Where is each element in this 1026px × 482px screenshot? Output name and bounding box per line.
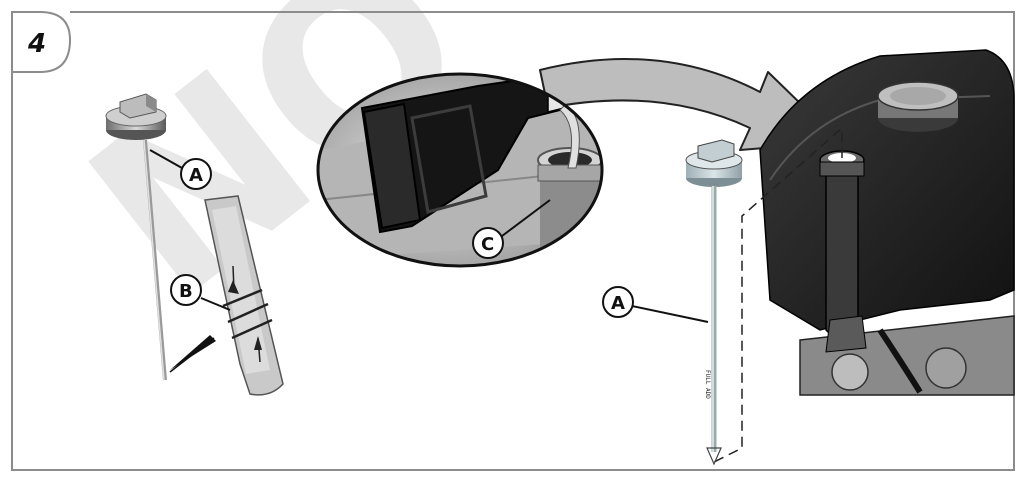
engine-illustration xyxy=(759,49,1015,396)
callout-b-label: B xyxy=(179,281,193,302)
step-number: 4 xyxy=(27,29,46,59)
callout-c-label: C xyxy=(481,234,494,255)
right-dipstick: FULL ADD xyxy=(685,139,743,466)
dipstick-zoom-detail xyxy=(204,195,284,396)
callout-a-right: A xyxy=(602,286,709,323)
step-badge xyxy=(11,11,72,73)
callout-a-right-label: A xyxy=(611,293,625,314)
left-dipstick xyxy=(105,93,216,381)
oil-pour-zoom xyxy=(316,72,604,268)
callout-a-left-label: A xyxy=(189,165,203,186)
callout-b: B xyxy=(170,274,231,311)
dashed-guide xyxy=(713,126,843,463)
callout-a-left: A xyxy=(149,149,212,190)
callout-c: C xyxy=(472,199,551,259)
dipstick-marking: FULL ADD xyxy=(704,370,711,399)
figure-frame xyxy=(11,11,1015,471)
